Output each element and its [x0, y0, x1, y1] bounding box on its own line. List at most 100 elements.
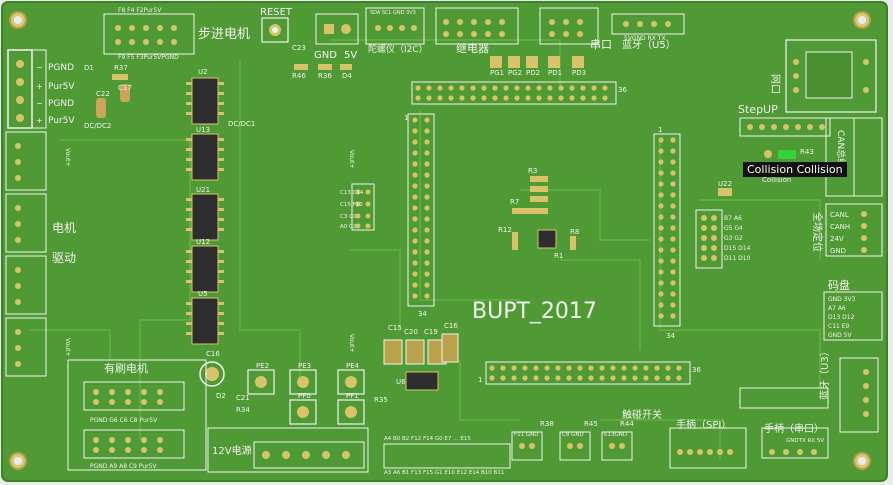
header-pin-pad: [424, 205, 430, 211]
header-pin-pad: [658, 302, 664, 308]
capacitor-c16-pad: [205, 367, 219, 381]
header-pin-pad: [632, 365, 638, 371]
c19-label: C19: [424, 328, 438, 336]
minus-symbol: −: [36, 63, 43, 72]
header-pin-pad: [437, 85, 443, 91]
bt-u5-label: 蓝牙（U5）: [622, 39, 676, 51]
header-pin-pad: [670, 148, 676, 154]
right-headers: B7 A6 G5 G4 G3 G2 D15 D14 D11 D10: [695, 209, 829, 409]
diode-d4: [340, 64, 352, 70]
header-pin-pad: [566, 365, 572, 371]
header-pin-pad: [602, 85, 608, 91]
header-pin-pad: [533, 375, 539, 381]
button-pf0[interactable]: [289, 399, 317, 425]
header-pin-pad: [670, 181, 676, 187]
header-pin-pad: [654, 375, 660, 381]
top-long-header: 36: [411, 81, 627, 105]
touch-switch-label: 触碰开关: [622, 408, 662, 421]
header-pin-pad: [412, 282, 418, 288]
header-pin-pad: [544, 365, 550, 371]
header-pin-pad: [522, 365, 528, 371]
handle-serial-connector: 手柄（串口） GNDTX RX 5V: [761, 422, 829, 459]
header-pin-pad: [514, 95, 520, 101]
ic-u5: [191, 297, 219, 345]
c23-label: C23: [292, 44, 306, 52]
ad-pin-row: D11 D10: [724, 255, 751, 262]
copper-traces: [30, 39, 821, 460]
header-pin-pad: [658, 280, 664, 286]
header-pin-pad: [412, 117, 418, 123]
header-pin-pad: [670, 214, 676, 220]
bottom-header: A4 B0 B2 F12 F14 G0 E7 … E15 A3 A6 B1 F1…: [383, 436, 511, 476]
header-pin-pad: [602, 95, 608, 101]
touch-pin-label: C8 GND: [562, 432, 584, 438]
header-pin-pad: [670, 159, 676, 165]
d4-label: D4: [342, 72, 352, 80]
pin1-label: 1: [404, 114, 408, 122]
pe3-label: PE3: [298, 362, 311, 370]
header-pin-pad: [670, 291, 676, 297]
header-pin-pad: [424, 293, 430, 299]
collision-tooltip: Collision Collision: [743, 162, 847, 177]
header-pin-pad: [424, 271, 430, 277]
r36-label: R36: [318, 72, 332, 80]
c-pin-row: C13 C14: [340, 190, 364, 196]
button-pf1[interactable]: [337, 399, 365, 425]
c-pin-row: C15 F10: [340, 202, 363, 208]
header-pin-pad: [511, 375, 517, 381]
stepper-bottom-pins: F9 F5 F3Pur5VPGND: [118, 54, 179, 61]
header-pin-pad: [670, 236, 676, 242]
header-pin-pad: [665, 365, 671, 371]
reset-button[interactable]: [261, 17, 289, 43]
header-pin-pad: [424, 172, 430, 178]
header-pin-pad: [610, 375, 616, 381]
header-pin-pad: [481, 85, 487, 91]
header-pin-pad: [658, 247, 664, 253]
header-pin-pad: [599, 375, 605, 381]
code-disk-connector: GND 3V3 A7 A6 D13 D12 C11 E9 GND 5V: [823, 291, 883, 341]
header-pin-pad: [658, 181, 664, 187]
touch-pin-label: F11 GND: [514, 432, 539, 438]
header-pin-pad: [448, 95, 454, 101]
network-port: 网口: [769, 39, 877, 113]
c22-label: C22: [96, 90, 110, 98]
header-pin-pad: [670, 170, 676, 176]
ic-u21: [191, 193, 219, 241]
bt-u3-connector: 蓝牙（U3）: [819, 346, 879, 433]
header-pin-pad: [489, 375, 495, 381]
ic-u2: [191, 77, 219, 125]
pur5v-label: Pur5V: [48, 82, 75, 92]
gyro-pins: SDA SCL GND 3V3: [370, 10, 416, 16]
bt-u3-label: 蓝牙（U3）: [819, 346, 831, 400]
header-pin-pad: [591, 95, 597, 101]
header-pin-pad: [676, 375, 682, 381]
push-buttons: PE2 PE3 PE4 PF0 PF1: [247, 362, 365, 425]
header-pin-pad: [632, 375, 638, 381]
button-pe4[interactable]: [337, 369, 365, 395]
brushed-motor-header: 有刷电机 PGND G6 C6 C8 Pur5V PGND A9 A8 C9 P…: [67, 359, 207, 471]
c-pins-block: C13 C14 C15 F10 C3 C0 A0 C2: [340, 183, 375, 231]
brushed-bottom-pins: PGND A9 A8 C9 Pur5V: [90, 463, 157, 470]
header-pin-pad: [525, 85, 531, 91]
ic-u13: [191, 133, 219, 181]
header-pin-pad: [424, 139, 430, 145]
mid-long-header: 1 36: [478, 361, 701, 385]
r8-label: R8: [570, 228, 579, 236]
button-pe2[interactable]: [247, 369, 275, 395]
brushed-top-pins: PGND G6 C6 C8 Pur5V: [90, 417, 158, 424]
handle-spi-connector: 手柄（SPI）: [669, 418, 747, 469]
minus-symbol: −: [36, 99, 43, 108]
code-pin-row: A7 A6: [828, 305, 846, 312]
header-pin-pad: [424, 238, 430, 244]
r46-label: R46: [292, 72, 306, 80]
header-pin-pad: [470, 95, 476, 101]
pin34-label: 34: [418, 310, 427, 318]
r45-label: R45: [584, 420, 598, 428]
c15-label: C15: [388, 324, 402, 332]
button-pe3[interactable]: [289, 369, 317, 395]
header-pin-pad: [412, 293, 418, 299]
resistor-r36: [318, 64, 332, 70]
motor-driver-connectors: [5, 131, 47, 377]
header-pin-pad: [459, 95, 465, 101]
pgnd-label: PGND: [48, 63, 74, 73]
